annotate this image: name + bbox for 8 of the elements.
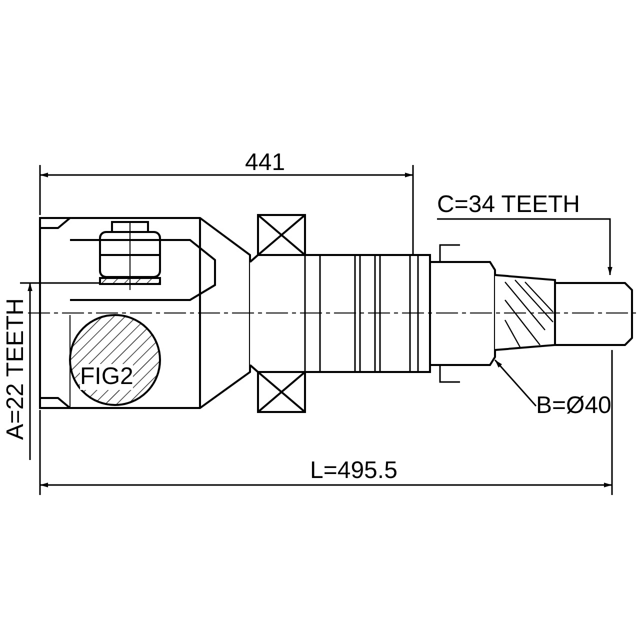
leader-line	[494, 360, 537, 406]
callout-label: B=Ø40	[536, 393, 612, 419]
figure-label: FIG2	[80, 364, 134, 390]
dimension-label: 441	[245, 150, 286, 176]
leader-line	[437, 218, 612, 275]
dimension-label: A=22 TEETH	[2, 298, 29, 440]
callout-label: C=34 TEETH	[437, 192, 580, 218]
dimension-label: L=495.5	[310, 458, 398, 484]
